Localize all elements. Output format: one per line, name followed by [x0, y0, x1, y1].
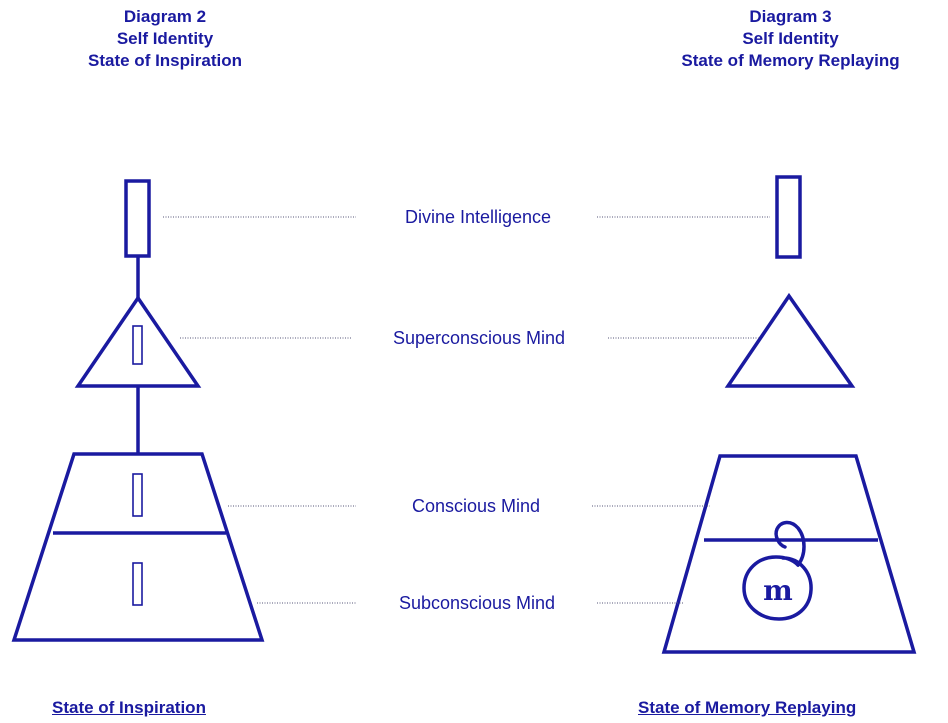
right-diagram-number: Diagram 3 [749, 7, 832, 26]
right-superconscious-triangle [724, 292, 856, 388]
left-conscious-light [132, 473, 143, 517]
label-subconscious-mind: Subconscious Mind [398, 593, 556, 613]
left-superconscious-light [132, 325, 143, 365]
memory-swirl-icon [742, 520, 813, 621]
left-footer-state: State of Inspiration [52, 698, 206, 717]
left-diagram-header: Diagram 2 Self Identity State of Inspira… [55, 6, 275, 72]
memory-symbol-text: m [763, 574, 793, 607]
right-mind-trapezoid [661, 454, 917, 654]
right-footer-state: State of Memory Replaying [638, 698, 857, 717]
left-divine-rectangle [124, 179, 151, 258]
label-conscious-mind: Conscious Mind [411, 496, 541, 516]
label-divine-intelligence: Divine Intelligence [404, 207, 552, 227]
left-diagram-subtitle: Self Identity [116, 29, 214, 48]
right-divine-rectangle [775, 175, 802, 259]
right-diagram-state: State of Memory Replaying [681, 51, 900, 70]
left-diagram-state: State of Inspiration [88, 51, 242, 70]
right-diagram-subtitle: Self Identity [742, 29, 839, 48]
left-subconscious-light [132, 562, 143, 606]
left-diagram-number: Diagram 2 [123, 7, 207, 26]
right-diagram-header: Diagram 3 Self Identity State of Memory … [633, 6, 948, 72]
left-superconscious-triangle [74, 294, 202, 388]
label-superconscious-mind: Superconscious Mind [392, 328, 566, 348]
left-mind-trapezoid [11, 452, 265, 642]
